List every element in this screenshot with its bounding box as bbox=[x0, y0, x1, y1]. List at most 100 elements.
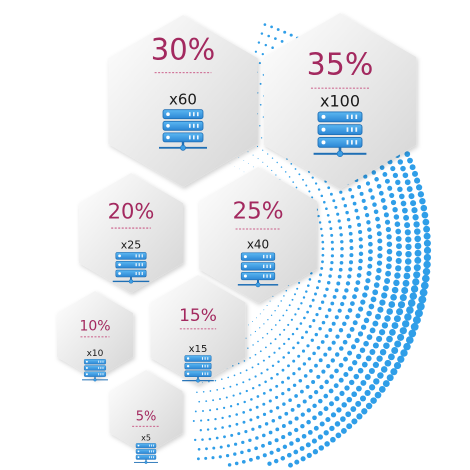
swirl-dot bbox=[269, 409, 273, 413]
swirl-dot bbox=[356, 273, 362, 278]
swirl-dot bbox=[329, 374, 334, 379]
server-rack-icon bbox=[134, 443, 158, 464]
swirl-dot bbox=[259, 327, 261, 329]
swirl-dot bbox=[366, 220, 371, 225]
swirl-dot bbox=[302, 296, 306, 299]
swirl-dot bbox=[279, 333, 281, 336]
swirl-dot bbox=[331, 340, 336, 345]
swirl-dot bbox=[320, 227, 323, 231]
swirl-dot bbox=[325, 207, 328, 211]
swirl-dot bbox=[258, 383, 261, 387]
swirl-dot bbox=[234, 461, 239, 466]
swirl-dot bbox=[270, 314, 273, 316]
swirl-dot bbox=[312, 415, 317, 421]
swirl-dot bbox=[323, 200, 326, 204]
hexagon-shape bbox=[109, 370, 183, 454]
swirl-dot bbox=[202, 391, 205, 393]
swirl-dot bbox=[232, 394, 235, 397]
swirl-dot bbox=[266, 332, 269, 335]
swirl-dot bbox=[323, 430, 329, 436]
swirl-dot bbox=[292, 359, 296, 363]
swirl-dot bbox=[344, 288, 349, 293]
swirl-dot bbox=[234, 442, 238, 446]
swirl-dot bbox=[245, 337, 247, 339]
swirl-dot bbox=[358, 258, 363, 264]
swirl-dot bbox=[319, 384, 324, 390]
swirl-dot bbox=[357, 265, 363, 271]
swirl-dot bbox=[273, 351, 276, 354]
swirl-dot bbox=[281, 391, 285, 396]
swirl-dot bbox=[216, 389, 219, 391]
swirl-dot bbox=[215, 436, 219, 440]
swirl-dot bbox=[334, 352, 340, 357]
swirl-dot bbox=[313, 425, 319, 431]
swirl-dot bbox=[247, 347, 249, 349]
swirl-dot bbox=[334, 288, 339, 293]
swirl-dot bbox=[397, 301, 406, 309]
swirl-dot bbox=[399, 294, 407, 302]
swirl-dot bbox=[262, 453, 267, 458]
swirl-dot bbox=[412, 278, 420, 286]
swirl-dot bbox=[403, 272, 411, 280]
percent-label: 30% bbox=[151, 33, 215, 67]
swirl-dot bbox=[292, 372, 296, 376]
swirl-dot bbox=[338, 377, 344, 383]
swirl-dot bbox=[318, 221, 322, 224]
swirl-dot bbox=[223, 435, 226, 439]
swirl-dot bbox=[413, 264, 421, 272]
swirl-dot bbox=[274, 310, 276, 312]
swirl-dot bbox=[414, 256, 422, 264]
swirl-dot bbox=[397, 159, 404, 165]
swirl-dot bbox=[232, 365, 234, 367]
swirl-dot bbox=[330, 301, 335, 306]
swirl-dot bbox=[376, 267, 382, 274]
swirl-dot bbox=[269, 388, 273, 392]
swirl-dot bbox=[305, 442, 311, 448]
swirl-dot bbox=[376, 260, 383, 266]
swirl-dot bbox=[233, 452, 237, 456]
swirl-dot bbox=[385, 270, 392, 277]
server-count-label: x15 bbox=[189, 344, 208, 355]
swirl-dot bbox=[367, 227, 372, 232]
swirl-dot bbox=[258, 62, 261, 65]
swirl-dot bbox=[419, 288, 428, 297]
swirl-dot bbox=[321, 320, 326, 325]
swirl-dot bbox=[323, 393, 329, 399]
swirl-dot bbox=[326, 280, 331, 285]
swirl-dot bbox=[192, 419, 195, 423]
swirl-dot bbox=[302, 178, 304, 181]
swirl-dot bbox=[294, 293, 296, 296]
swirl-dot bbox=[295, 437, 301, 443]
swirl-dot bbox=[368, 384, 376, 391]
swirl-dot bbox=[291, 332, 295, 336]
swirl-dot bbox=[285, 309, 288, 312]
swirl-dot bbox=[272, 295, 274, 297]
swirl-dot bbox=[235, 383, 238, 386]
swirl-dot bbox=[364, 212, 370, 218]
swirl-dot bbox=[330, 240, 334, 244]
swirl-dot bbox=[308, 325, 312, 328]
swirl-dot bbox=[365, 402, 373, 410]
swirl-dot bbox=[297, 307, 300, 311]
swirl-dot bbox=[384, 315, 391, 322]
swirl-dot bbox=[221, 426, 224, 429]
swirl-dot bbox=[202, 410, 204, 412]
swirl-dot bbox=[270, 376, 273, 380]
swirl-dot bbox=[270, 328, 273, 331]
hexagon-shape bbox=[150, 275, 246, 385]
swirl-dot bbox=[287, 323, 290, 326]
swirl-dot bbox=[222, 406, 226, 410]
server-count-label: x100 bbox=[320, 91, 360, 110]
swirl-dot bbox=[312, 351, 316, 356]
swirl-dot bbox=[262, 412, 267, 416]
swirl-dot bbox=[348, 260, 354, 265]
server-count-label: x40 bbox=[247, 238, 269, 252]
swirl-dot bbox=[216, 408, 219, 411]
swirl-dot bbox=[372, 202, 377, 207]
swirl-dot bbox=[325, 287, 329, 292]
swirl-dot bbox=[408, 329, 417, 338]
swirl-dot bbox=[268, 430, 273, 435]
swirl-dot bbox=[368, 249, 373, 254]
swirl-dot bbox=[306, 452, 312, 458]
swirl-dot bbox=[399, 193, 405, 200]
